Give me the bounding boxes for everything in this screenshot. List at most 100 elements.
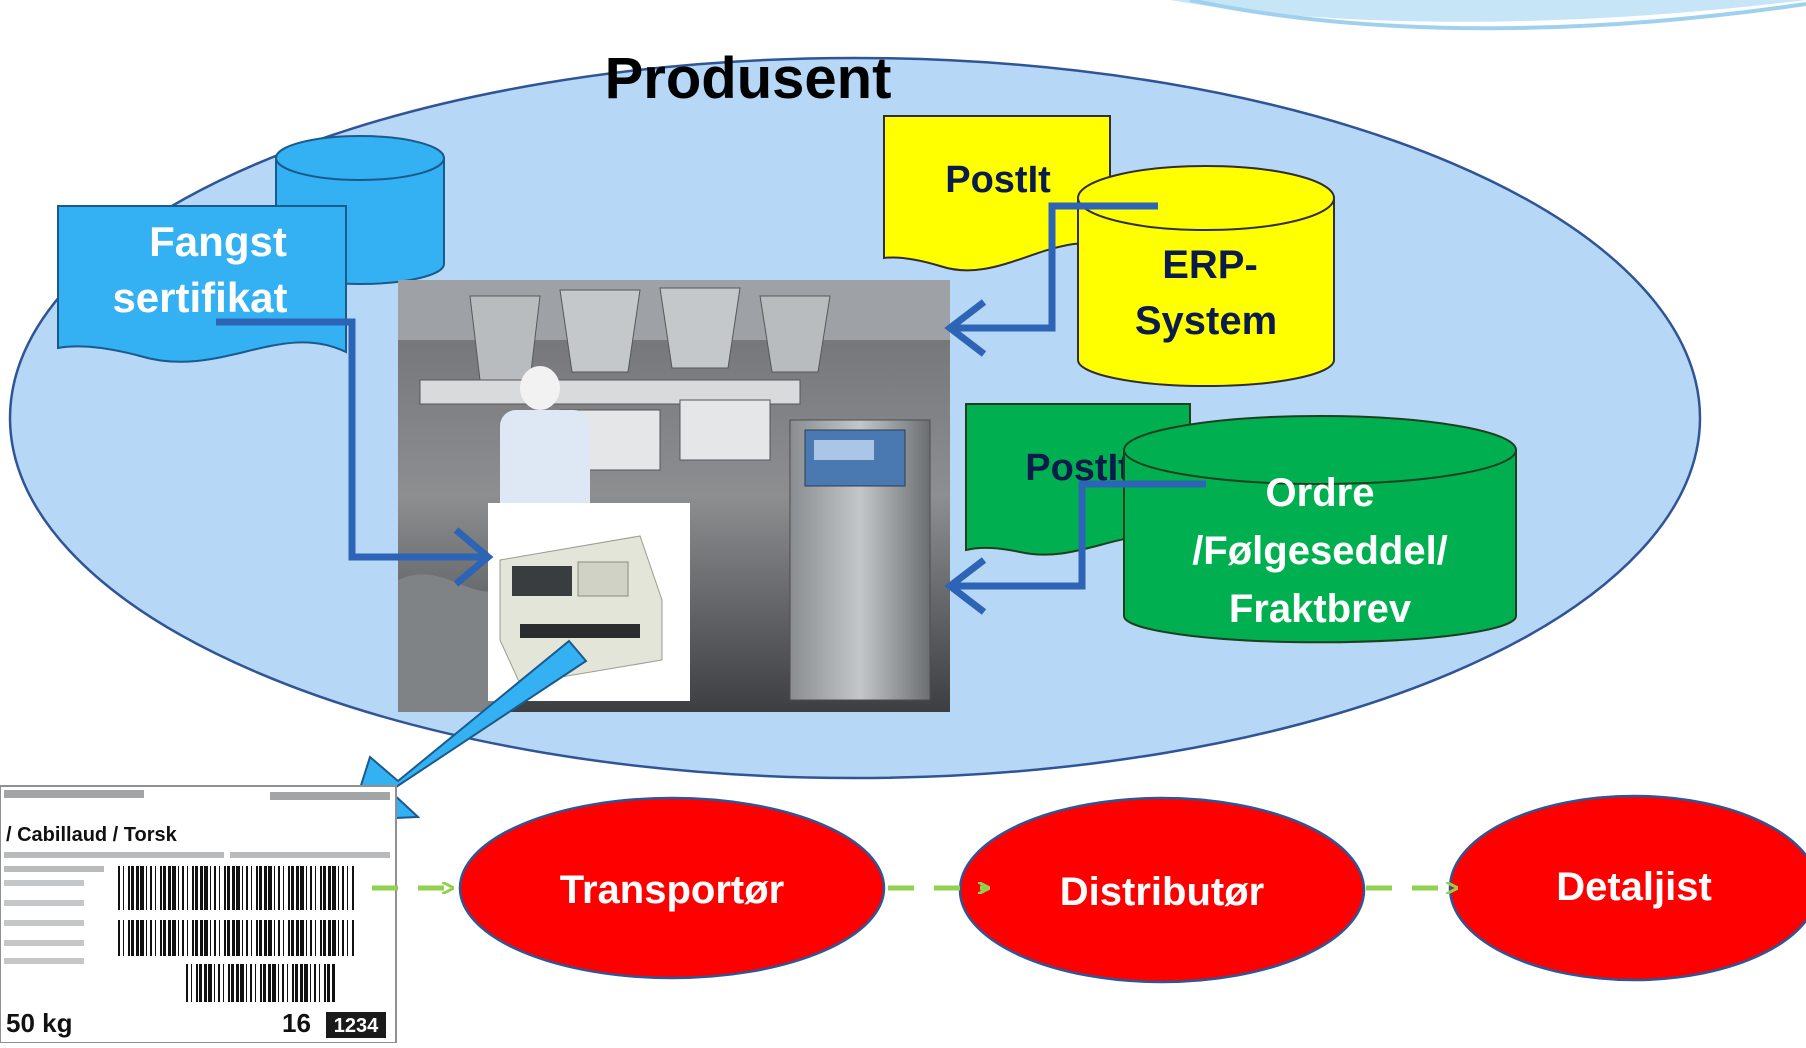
barcode-bar (232, 866, 235, 910)
catch-to-machine-connector (216, 318, 494, 587)
chain-node-retailer: Detaljist (1448, 794, 1806, 982)
barcode-bar (246, 920, 248, 956)
order-line2: /Følgeseddel/ (1192, 529, 1448, 573)
barcode-bar (128, 920, 130, 956)
barcode-bar (178, 920, 179, 956)
barcode-bar (160, 866, 162, 910)
catch-certificate-document: Fangst sertifikat (57, 205, 347, 363)
barcode-bar (242, 920, 243, 956)
barcode-bar (338, 920, 339, 956)
barcode-bar (128, 866, 130, 910)
barcode-bar (296, 866, 299, 910)
barcode-bar (278, 964, 279, 1002)
barcode-bar (168, 866, 171, 910)
erp-to-machine-connector (944, 202, 1158, 357)
barcode-bar (240, 964, 244, 1002)
barcode-bar (195, 866, 198, 910)
barcode-bar (347, 866, 348, 910)
barcode-bar (287, 964, 288, 1002)
barcode-bar (140, 920, 144, 956)
barcode-bar (315, 920, 316, 956)
corner-swoosh (1170, 0, 1806, 31)
erp-system-cylinder: ERP- System (1077, 165, 1335, 387)
barcode-bar (118, 866, 120, 910)
barcode-bar (300, 866, 304, 910)
barcode-bar (264, 866, 267, 910)
barcode-bar (278, 920, 280, 956)
barcode-bar (304, 964, 308, 1002)
barcode-bar (314, 964, 316, 1002)
barcode-bar (352, 920, 354, 956)
barcode-bar (231, 964, 234, 1002)
order-to-machine-connector (944, 480, 1206, 615)
barcode-bar (300, 920, 304, 956)
barcode-bar (131, 920, 134, 956)
barcode-bar (150, 920, 152, 956)
barcode-bar (323, 866, 326, 910)
barcode-bar (195, 920, 198, 956)
barcode-bar (256, 920, 258, 956)
barcode-bar (160, 920, 162, 956)
order-cylinder: Ordre /Følgeseddel/ Fraktbrev (1123, 415, 1517, 644)
barcode-bar (268, 866, 272, 910)
barcode-bar (259, 920, 262, 956)
chain-node-transporter-label: Transportør (560, 868, 784, 912)
barcode-icon (118, 866, 354, 1002)
barcode-bar (118, 920, 120, 956)
barcode-bar (123, 920, 124, 956)
barcode-bar (310, 920, 312, 956)
barcode-bar (200, 866, 203, 910)
barcode-bar (338, 866, 339, 910)
barcode-bar (296, 920, 299, 956)
barcode-bar (204, 964, 207, 1002)
barcode-bar (310, 866, 312, 910)
barcode-bar (150, 866, 152, 910)
barcode-bar (246, 964, 247, 1002)
barcode-bar (332, 866, 336, 910)
barcode-bar (191, 964, 192, 1002)
barcode-bar (210, 866, 211, 910)
barcode-bar (192, 866, 194, 910)
barcode-bar (291, 866, 294, 910)
barcode-bar (182, 866, 184, 910)
barcode-bar (268, 920, 272, 956)
barcode-bar (236, 920, 240, 956)
barcode-bar (246, 866, 248, 910)
barcode-bar (300, 964, 303, 1002)
barcode-bar (178, 866, 179, 910)
barcode-bar (310, 964, 311, 1002)
barcode-bar (319, 964, 320, 1002)
barcode-bar (210, 920, 211, 956)
barcode-bar (274, 866, 275, 910)
barcode-bar (136, 920, 139, 956)
barcode-bar (242, 866, 243, 910)
barcode-bar (214, 964, 215, 1002)
barcode-bar (291, 920, 294, 956)
barcode-bar (256, 866, 258, 910)
barcode-bar (208, 964, 212, 1002)
barcode-bar (342, 866, 344, 910)
barcode-bar (187, 920, 188, 956)
barcode-bar (288, 866, 290, 910)
barcode-bar (324, 964, 326, 1002)
chain-node-distributor: Distributør (958, 796, 1366, 984)
barcode-bar (332, 920, 336, 956)
shipping-label: / Cabillaud / Torsk 50 kg 16 1234 (0, 785, 397, 1044)
barcode-bar (295, 964, 298, 1002)
barcode-bar (255, 964, 256, 1002)
catch-certificate-line2: sertifikat (112, 274, 287, 321)
barcode-bar (192, 920, 194, 956)
label-box-text: 1234 (334, 1015, 379, 1037)
barcode-bar (283, 920, 284, 956)
chain-node-distributor-label: Distributør (1060, 870, 1264, 914)
barcode-bar (219, 866, 220, 910)
barcode-bar (168, 920, 171, 956)
barcode-bar (140, 866, 144, 910)
catch-certificate-line1: Fangst (149, 218, 287, 265)
barcode-bar (320, 920, 322, 956)
barcode-bar (214, 920, 216, 956)
barcode-bar (320, 866, 322, 910)
barcode-bar (328, 920, 331, 956)
barcode-bar (283, 866, 284, 910)
